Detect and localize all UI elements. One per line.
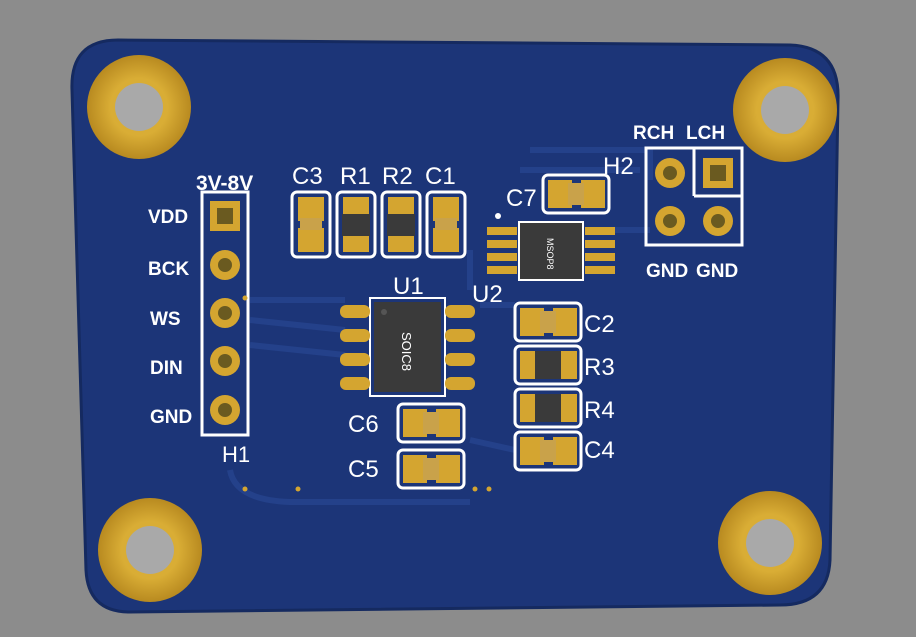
capacitors-c6-c5 xyxy=(396,402,466,490)
designator-r2: R2 xyxy=(382,163,413,190)
designator-c2: C2 xyxy=(584,311,615,338)
ic-u1 xyxy=(340,297,475,397)
top-row-passives xyxy=(290,190,467,259)
header-h2 xyxy=(644,146,744,247)
designator-r1: R1 xyxy=(340,163,371,190)
mounting-hole-bottom-left xyxy=(98,498,202,602)
h2-label-gnd-right: GND xyxy=(696,261,738,282)
u2-package-label: MSOP8 xyxy=(545,238,555,270)
designator-c5: C5 xyxy=(348,456,379,483)
u1-package-label: SOIC8 xyxy=(399,332,414,371)
pin-label-bck: BCK xyxy=(148,259,189,280)
designator-h2: H2 xyxy=(603,153,634,180)
designator-c3: C3 xyxy=(292,163,323,190)
h2-label-rch: RCH xyxy=(633,123,674,144)
pin-label-ws: WS xyxy=(150,309,181,330)
designator-c1: C1 xyxy=(425,163,456,190)
mounting-hole-bottom-right xyxy=(718,491,822,595)
pin-label-din: DIN xyxy=(150,358,183,379)
designator-u1: U1 xyxy=(393,273,424,300)
pin-label-vdd: VDD xyxy=(148,207,188,228)
designator-r4: R4 xyxy=(584,397,615,424)
designator-c6: C6 xyxy=(348,411,379,438)
designator-r3: R3 xyxy=(584,354,615,381)
h2-label-lch: LCH xyxy=(686,123,725,144)
designator-c7: C7 xyxy=(506,185,537,212)
power-range-label: 3V-8V xyxy=(196,172,253,195)
designator-c4: C4 xyxy=(584,437,615,464)
pcb-traces xyxy=(227,147,653,505)
designator-h1: H1 xyxy=(222,442,250,467)
right-column-passives xyxy=(513,301,583,472)
ic-u2 xyxy=(487,213,615,281)
vias xyxy=(242,295,492,492)
mounting-hole-top-left xyxy=(87,55,191,159)
header-h1 xyxy=(200,190,250,437)
designator-u2: U2 xyxy=(472,281,503,308)
pin-label-gnd: GND xyxy=(150,407,192,428)
h2-label-gnd-left: GND xyxy=(646,261,688,282)
mounting-hole-top-right xyxy=(733,58,837,162)
capacitor-c7 xyxy=(541,173,611,215)
